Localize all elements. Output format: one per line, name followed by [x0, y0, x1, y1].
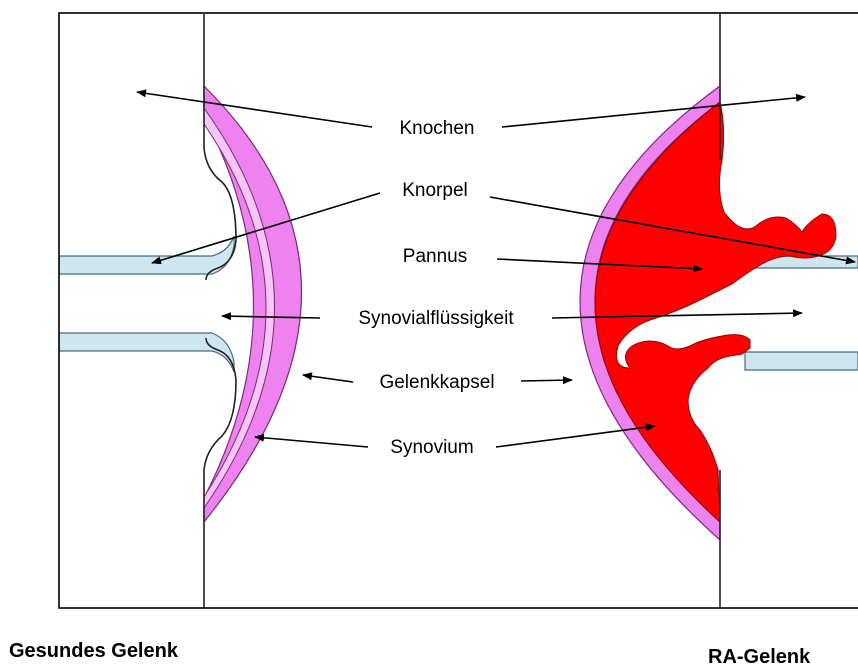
caption-healthy-joint: Gesundes Gelenk — [9, 640, 178, 663]
caption-ra-joint: RA-Gelenk — [708, 646, 810, 669]
label-knorpel: Knorpel — [402, 180, 468, 201]
arrow-synovial-left — [222, 316, 320, 318]
arrow-synovium-left — [255, 437, 368, 447]
ra-cartilage-lower — [745, 352, 858, 370]
arrow-knochen-left — [137, 92, 372, 127]
arrow-gelenkkapsel-left — [303, 375, 353, 382]
ra-joint — [580, 14, 858, 608]
label-synovium: Synovium — [390, 437, 473, 458]
label-synovialfluessigkeit: Synovialflüssigkeit — [358, 308, 514, 329]
label-knochen: Knochen — [399, 118, 474, 139]
label-pannus: Pannus — [403, 246, 467, 267]
healthy-joint — [59, 14, 302, 608]
label-gelenkkapsel: Gelenkkapsel — [379, 372, 494, 393]
healthy-joint-capsule — [204, 86, 302, 522]
ra-pannus — [595, 102, 836, 522]
healthy-cartilage-lower — [59, 333, 234, 372]
healthy-cartilage-upper — [59, 236, 234, 274]
arrow-gelenkkapsel-right — [521, 380, 572, 381]
arrow-knochen-right — [502, 97, 805, 127]
